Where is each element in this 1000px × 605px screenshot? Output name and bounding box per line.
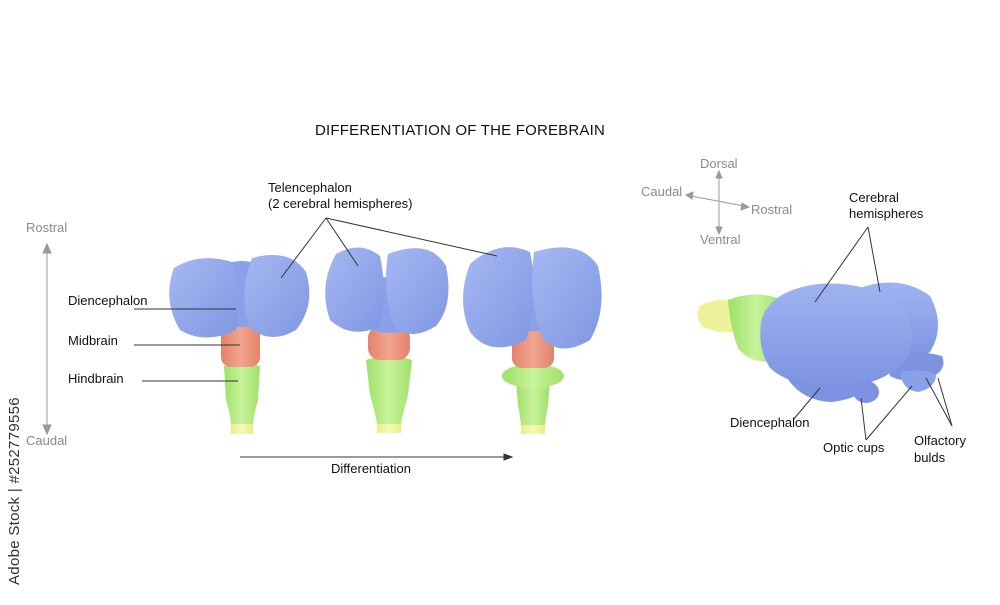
left-hemisphere-3: [463, 247, 535, 348]
rostral-axis-label: Rostral: [26, 220, 68, 235]
right-hemisphere-1: [244, 255, 310, 338]
hindbrain-3: [516, 380, 550, 425]
hindbrain-2: [366, 356, 412, 424]
stock-watermark-text: Adobe Stock | #252779556: [6, 397, 23, 585]
brain-stage-3: [463, 247, 602, 434]
midbrain-label: Midbrain: [68, 333, 118, 348]
cerebral-hemisphere-lateral: [760, 283, 912, 388]
leader-lines: [134, 217, 953, 441]
right-hemisphere-3: [532, 247, 602, 349]
spinal-tip-3: [521, 423, 545, 434]
right-hemisphere-2: [386, 248, 449, 334]
diagram-title: DIFFERENTIATION OF THE FOREBRAIN: [315, 122, 606, 139]
optic-cups-label: Optic cups: [823, 440, 885, 455]
optic-cup-lateral: [853, 381, 879, 403]
olfactory-label: Olfactory: [914, 433, 967, 448]
telencephalon-sublabel: (2 cerebral hemispheres): [268, 196, 413, 211]
spinal-tip-2: [377, 422, 401, 433]
compass-caudal-label: Caudal: [641, 184, 683, 199]
dorsal-label: Dorsal: [700, 156, 738, 171]
spinal-tip-1: [231, 422, 253, 434]
brain-stage-2: [325, 247, 449, 433]
diencephalon-label: Diencephalon: [68, 293, 148, 308]
diencephalon-lateral: [786, 376, 870, 402]
differentiation-label: Differentiation: [331, 461, 411, 476]
brain-stage-1: [169, 255, 310, 434]
telencephalon-label: Telencephalon: [268, 180, 352, 195]
cerebral-hemispheres-sublabel: hemispheres: [849, 206, 924, 221]
hindbrain-1: [224, 363, 260, 424]
orientation-compass: [684, 169, 751, 236]
compass-rostral-label: Rostral: [751, 202, 793, 217]
olfactory-bulb-lateral-2: [900, 370, 936, 392]
ventral-label: Ventral: [700, 232, 741, 247]
hindbrain-collar-3: [502, 364, 564, 388]
cerebral-hemispheres-label: Cerebral: [849, 190, 899, 205]
hindbrain-label: Hindbrain: [68, 371, 124, 386]
rostral-caudal-axis: [42, 242, 52, 436]
left-hemisphere-1: [169, 258, 240, 338]
left-hemisphere-2: [325, 247, 384, 332]
olfactory-sublabel: bulds: [914, 450, 946, 465]
differentiation-arrow: [240, 453, 514, 461]
midbrain-1: [221, 323, 260, 367]
olfactory-tip-lateral: [697, 299, 736, 333]
caudal-axis-label: Caudal: [26, 433, 68, 448]
diencephalon-side-label: Diencephalon: [730, 415, 810, 430]
brain-lateral-view: [697, 282, 944, 403]
midbrain-2: [368, 326, 410, 360]
